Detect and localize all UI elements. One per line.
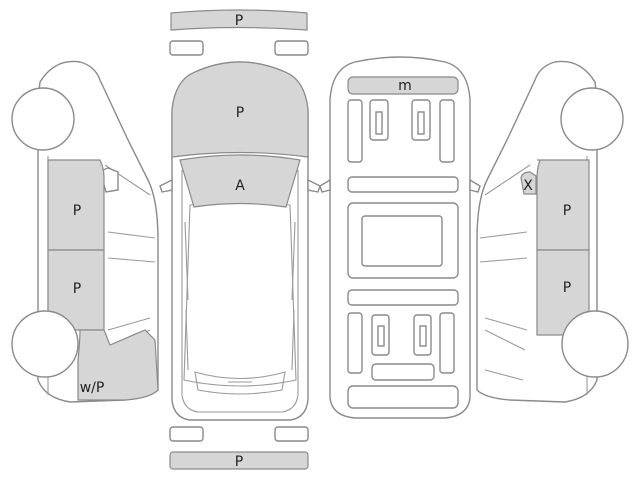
right-front-door[interactable]: P <box>536 159 590 251</box>
interior-view <box>319 56 481 419</box>
right-front-wheel <box>560 87 624 151</box>
right-mirror-label: X <box>523 178 533 194</box>
left-front-door[interactable]: P <box>47 159 105 251</box>
front-right-headlight <box>274 40 309 56</box>
left-rear-door-label: P <box>73 281 81 297</box>
right-rear-wheel <box>561 310 629 378</box>
left-front-door-label: P <box>73 203 81 219</box>
rear-right-light <box>274 426 309 442</box>
front-left-headlight <box>169 40 204 56</box>
roof-rail-label: m <box>398 78 412 94</box>
hood-label: P <box>236 105 244 121</box>
top-right-mirror <box>307 178 321 193</box>
rear-left-light <box>169 426 204 442</box>
windshield-label: A <box>235 178 245 194</box>
left-rear-quarter[interactable]: w/P <box>77 329 159 401</box>
left-rear-quarter-label: w/P <box>80 380 105 396</box>
windshield-panel[interactable]: A <box>179 154 301 208</box>
left-rear-wheel <box>11 310 79 378</box>
roof-rail-panel[interactable]: m <box>347 76 459 95</box>
right-front-door-label: P <box>563 203 571 219</box>
rear-bumper[interactable]: P <box>169 451 309 470</box>
top-left-mirror <box>159 178 173 193</box>
front-bumper-label: P <box>235 13 243 29</box>
left-front-wheel <box>11 87 75 151</box>
right-rear-door-label: P <box>563 280 571 296</box>
front-bumper[interactable]: P <box>170 9 308 31</box>
rear-bumper-label: P <box>235 454 243 470</box>
hood-panel[interactable]: P <box>171 61 309 158</box>
right-side-mirror[interactable]: X <box>520 171 537 195</box>
